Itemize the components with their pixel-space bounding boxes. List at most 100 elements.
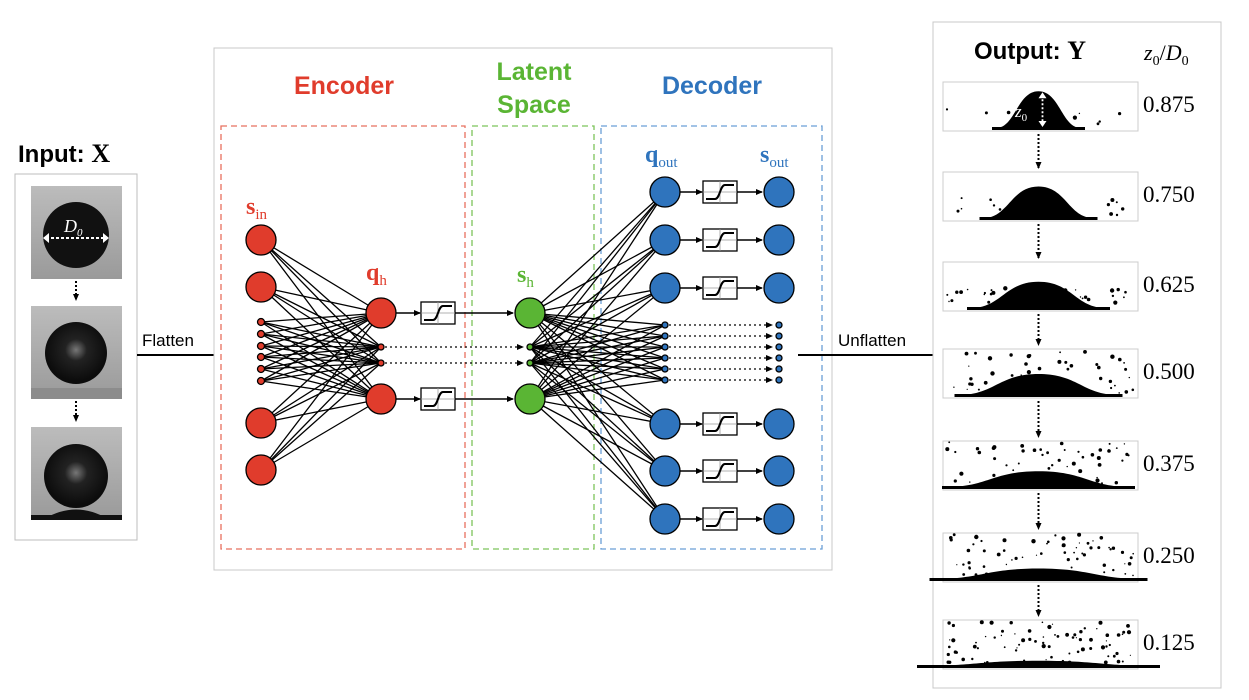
encoder-connection [260, 312, 382, 424]
encoder-connection [260, 312, 382, 347]
splash-droplet [1097, 365, 1101, 370]
splash-droplet [1077, 532, 1082, 537]
input-image-1: D0 [31, 186, 122, 279]
splash-droplet [1124, 573, 1127, 575]
q-out-node-small [661, 332, 669, 340]
splash-droplet [968, 566, 971, 569]
splash-droplet [976, 647, 980, 650]
splash-droplet [1021, 556, 1024, 559]
splash-droplet [1057, 458, 1061, 462]
splash-droplet [1098, 120, 1101, 123]
splash-droplet [1016, 647, 1018, 649]
splash-droplet [1111, 294, 1115, 298]
splash-droplet [1043, 294, 1046, 298]
encoder-connection [260, 239, 382, 314]
splash-droplet [1105, 645, 1108, 648]
splash-droplet [1046, 112, 1051, 116]
decoder-connection [529, 335, 666, 348]
encoder-connection [260, 398, 382, 424]
splash-droplet [1025, 208, 1030, 213]
splash-droplet [1066, 558, 1070, 562]
nodes [245, 176, 795, 535]
splash-droplet [996, 552, 1001, 557]
splash-droplet [1124, 367, 1128, 371]
splash-droplet [962, 563, 965, 566]
input-node-small [256, 317, 266, 327]
decoder-connection [529, 379, 666, 400]
latent-node-small [526, 343, 534, 351]
splash-droplet [1041, 621, 1044, 624]
splash-droplet [1014, 118, 1019, 122]
s-out-node [763, 408, 795, 440]
q-out-node [649, 272, 681, 304]
splash-droplet [972, 644, 977, 649]
splash-droplet [946, 293, 949, 296]
splash-droplet [1003, 286, 1008, 291]
splash-droplet [1083, 350, 1087, 354]
splash-droplet [1009, 353, 1013, 357]
decoder-connection [529, 287, 666, 314]
splash-droplet [1052, 107, 1058, 112]
splash-droplet [953, 386, 955, 388]
decoder-connection [529, 312, 666, 472]
splash-droplet [1096, 122, 1100, 126]
splash-droplet [1099, 536, 1104, 540]
splash-droplet [1086, 541, 1090, 545]
splash-droplet [1015, 571, 1019, 575]
ratio-value-7: 0.125 [1143, 630, 1195, 655]
output-image-6 [929, 532, 1148, 583]
decoder-activation [702, 276, 738, 300]
splash-droplet [1096, 628, 1098, 630]
s-h-label: sh [517, 262, 534, 291]
droplet-shape [983, 186, 1094, 218]
q-out-node [649, 503, 681, 535]
splash-droplet [946, 652, 950, 657]
splash-droplet [1089, 637, 1093, 642]
s-out-node [763, 176, 795, 208]
q-out-node-small [661, 376, 669, 384]
splash-droplet [993, 636, 996, 639]
splash-droplet [1021, 449, 1025, 453]
splash-droplet [1132, 574, 1134, 577]
encoder-connection [260, 346, 382, 382]
splash-droplet [1020, 300, 1023, 303]
splash-droplet [1118, 357, 1122, 362]
encoder-connection [260, 362, 382, 382]
splash-droplet [959, 290, 963, 294]
splash-droplet [1116, 659, 1121, 664]
decoder-connection [529, 362, 666, 520]
splash-droplet [1040, 552, 1043, 555]
encoder-connection [260, 362, 382, 370]
splash-droplet [1037, 366, 1042, 371]
droplet-base [917, 665, 1160, 668]
s-out-node-small [775, 376, 783, 384]
latent-node [514, 383, 546, 415]
latent-box [471, 125, 595, 550]
decoder-connection [529, 335, 666, 364]
splash-droplet [1050, 655, 1053, 659]
splash-droplet [1073, 551, 1075, 554]
q-out-node [649, 455, 681, 487]
decoder-connection [529, 239, 666, 364]
splash-droplet [1062, 291, 1065, 294]
splash-droplet [1023, 659, 1026, 662]
splash-droplet [1078, 112, 1081, 115]
splash-droplet [1071, 461, 1076, 466]
splash-droplet [1096, 476, 1098, 479]
splash-droplet [961, 659, 963, 661]
splash-droplet [1081, 297, 1084, 300]
encoder-title: Encoder [294, 72, 394, 100]
splash-droplet [1045, 659, 1047, 661]
hidden-node-small [377, 343, 385, 351]
splash-droplet [1083, 295, 1088, 299]
encoder-connection [260, 312, 382, 335]
splash-droplet [961, 657, 965, 662]
latent-title-line1: Latent [497, 58, 573, 86]
splash-droplet [1115, 651, 1119, 656]
splash-droplet [974, 351, 977, 355]
splash-droplet [1055, 211, 1060, 216]
splash-droplet [1083, 627, 1087, 630]
splash-droplet [1042, 211, 1045, 215]
s-out-node-small [775, 343, 783, 351]
splash-droplet [1109, 212, 1113, 216]
